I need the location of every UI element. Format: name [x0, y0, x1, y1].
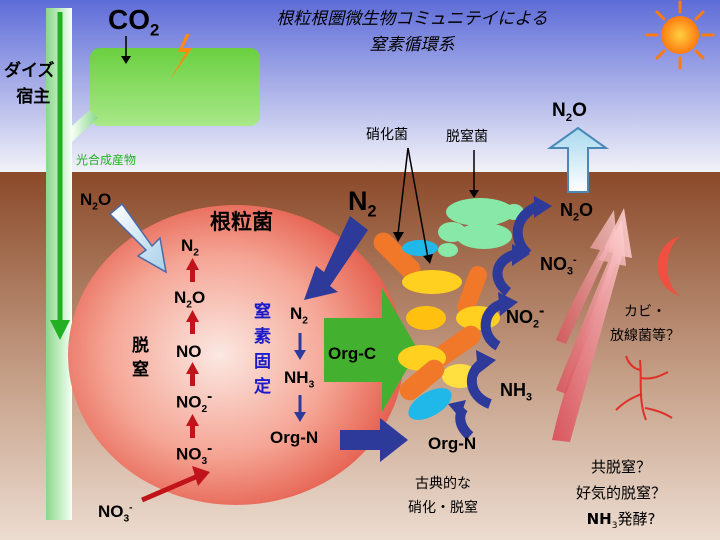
nodule-label: 根粒菌: [210, 210, 273, 234]
diagram-title: 根粒根圏微生物コミュニテイによる 窒素循環系: [262, 6, 562, 58]
denit-n2: N2: [181, 236, 199, 259]
n2-inflow-arrow: [304, 216, 368, 300]
classic-label: 古典的な 硝化・脱窒: [408, 476, 478, 516]
co2-arrow: [121, 56, 131, 64]
co-denit-label: 共脱窒？: [590, 458, 651, 476]
microbial-community: [373, 198, 524, 420]
photosynthate-arrow-head: [50, 320, 70, 340]
cycle-n2o: N2O: [560, 200, 594, 224]
fixation-col-label: 窒 素 固 定: [254, 302, 271, 397]
n2o-top-label: N2O: [552, 100, 587, 124]
cycle-no2: NO2-: [506, 302, 545, 331]
n2o-inflow-arrow: [108, 202, 168, 274]
hypotheses-label: 共脱窒？ 好気的脱窒？ NH3発酵?: [558, 454, 684, 539]
denit-no2: NO2-: [176, 388, 213, 416]
fungi-label: カビ・ 放線菌等？: [610, 304, 680, 344]
denitrification-arrows: [186, 258, 199, 438]
denit-no: NO: [176, 342, 202, 361]
photosynth-label: 光合成産物: [76, 153, 137, 167]
n2-big-label: N2: [348, 186, 377, 221]
denit-n2o: N2O: [174, 288, 206, 311]
title-line-1: 根粒根圏微生物コミュニテイによる: [276, 9, 548, 29]
nh3-ferm-label: NH3発酵?: [586, 510, 656, 531]
orgn-out-label: Org-N: [428, 434, 477, 453]
nitrifier-label: 硝化菌: [366, 127, 408, 143]
n2o-left-label: N2O: [80, 190, 112, 213]
no3-bottom-label: NO3-: [98, 502, 133, 525]
orgn-out-arrow: [340, 418, 408, 462]
aerobic-denit-label: 好気的脱窒？: [575, 484, 666, 502]
orgc-arrow: [324, 288, 418, 412]
soybean-leaf: [90, 48, 260, 126]
cycle-nh3: NH3: [500, 380, 533, 404]
pink-arrow-2: [556, 220, 626, 394]
fixation-orgn: Org-N: [270, 428, 319, 447]
sun-icon: [645, 0, 715, 70]
fixation-nh3: NH3: [284, 368, 315, 391]
host-label: ダイズ 宿主: [4, 61, 55, 107]
nitrifier-pointer: [397, 147, 429, 259]
n2o-emission-arrow: [546, 126, 610, 193]
pink-arrow-3: [556, 210, 618, 344]
title-line-2: 窒素循環系: [369, 35, 455, 55]
fixation-n2: N2: [290, 304, 308, 327]
orgc-label: Org-C: [328, 344, 377, 363]
fungi-icon: [657, 236, 680, 296]
no3-inflow-arrow: [192, 466, 210, 486]
cycle-no3: NO3-: [540, 254, 577, 278]
denit-col-label: 脱 窒: [132, 336, 149, 380]
fixation-arrows: [294, 333, 306, 422]
denitrifier-label: 脱窒菌: [446, 129, 488, 145]
co2-label: CO2: [108, 4, 160, 40]
denit-no3: NO3-: [176, 440, 213, 468]
actinomycete-icon: [615, 355, 673, 421]
